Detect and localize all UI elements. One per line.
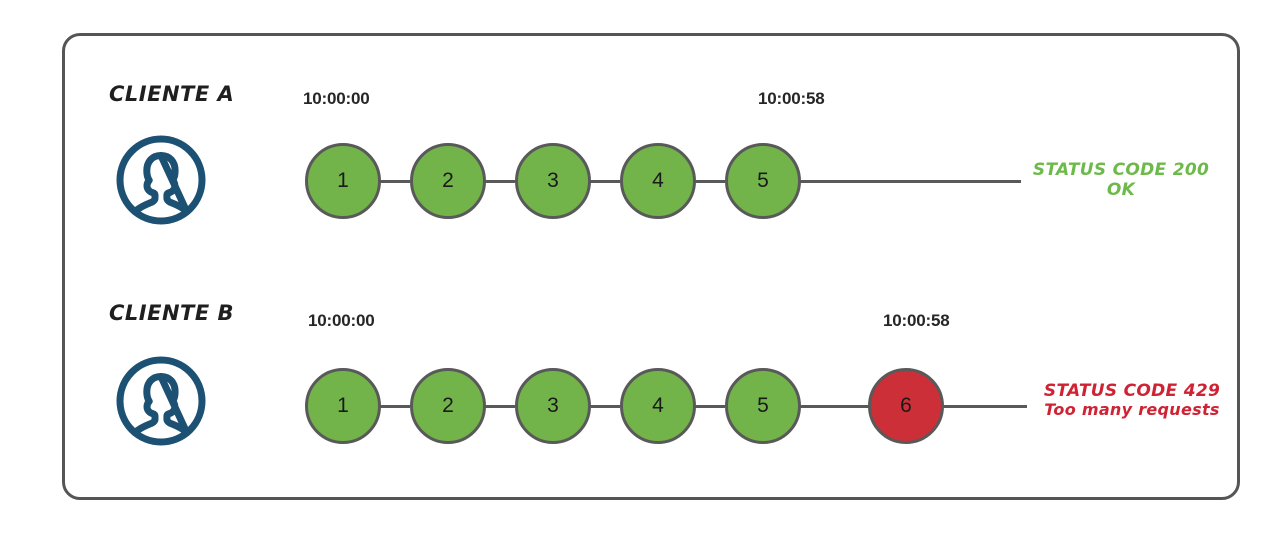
connector-b-4 (694, 404, 725, 408)
status-line-1: STATUS CODE 200 (1032, 160, 1210, 180)
request-node[interactable]: 1 (305, 368, 381, 444)
request-node[interactable]: 3 (515, 143, 591, 219)
client-label-b: CLIENTE B (109, 301, 235, 325)
node-number: 2 (442, 169, 454, 192)
status-badge-a: STATUS CODE 200 OK (1021, 160, 1221, 200)
start-time-b: 10:00:00 (308, 311, 375, 330)
avatar-a (113, 132, 209, 233)
node-number: 1 (337, 394, 349, 417)
request-node[interactable]: 4 (620, 143, 696, 219)
status-badge-b: STATUS CODE 429 Too many requests (1027, 381, 1237, 420)
connector-b-5 (799, 404, 869, 408)
node-number: 6 (900, 394, 912, 417)
node-number: 3 (547, 169, 559, 192)
connector-b-1 (379, 404, 410, 408)
avatar-b (113, 353, 209, 454)
node-number: 4 (652, 394, 664, 417)
node-number: 1 (337, 169, 349, 192)
status-line-1: STATUS CODE 429 (1043, 381, 1221, 401)
node-number: 2 (442, 394, 454, 417)
start-time-a: 10:00:00 (303, 89, 370, 108)
request-node[interactable]: 5 (725, 368, 801, 444)
request-node[interactable]: 2 (410, 368, 486, 444)
end-time-a: 10:00:58 (758, 89, 825, 108)
request-node[interactable]: 2 (410, 143, 486, 219)
user-avatar-icon (116, 135, 206, 225)
connector-a-3 (589, 179, 620, 183)
connector-b-3 (589, 404, 620, 408)
request-node[interactable]: 5 (725, 143, 801, 219)
request-node-blocked[interactable]: 6 (868, 368, 944, 444)
end-time-b: 10:00:58 (883, 311, 950, 330)
connector-a-4 (694, 179, 725, 183)
request-node[interactable]: 1 (305, 143, 381, 219)
node-number: 5 (757, 394, 769, 417)
status-line-2: OK (1106, 180, 1136, 201)
connector-b-tail (943, 404, 1027, 408)
request-node[interactable]: 4 (620, 368, 696, 444)
node-number: 5 (757, 169, 769, 192)
diagram-frame: CLIENTE A 10:00:00 10:00:58 1 2 (62, 33, 1240, 500)
node-number: 3 (547, 394, 559, 417)
connector-a-2 (484, 179, 515, 183)
status-line-2: Too many requests (1044, 400, 1220, 420)
connector-b-2 (484, 404, 515, 408)
user-avatar-icon (116, 356, 206, 446)
node-number: 4 (652, 169, 664, 192)
request-node[interactable]: 3 (515, 368, 591, 444)
connector-a-tail (799, 179, 1021, 183)
client-label-a: CLIENTE A (109, 82, 235, 106)
connector-a-1 (379, 179, 410, 183)
